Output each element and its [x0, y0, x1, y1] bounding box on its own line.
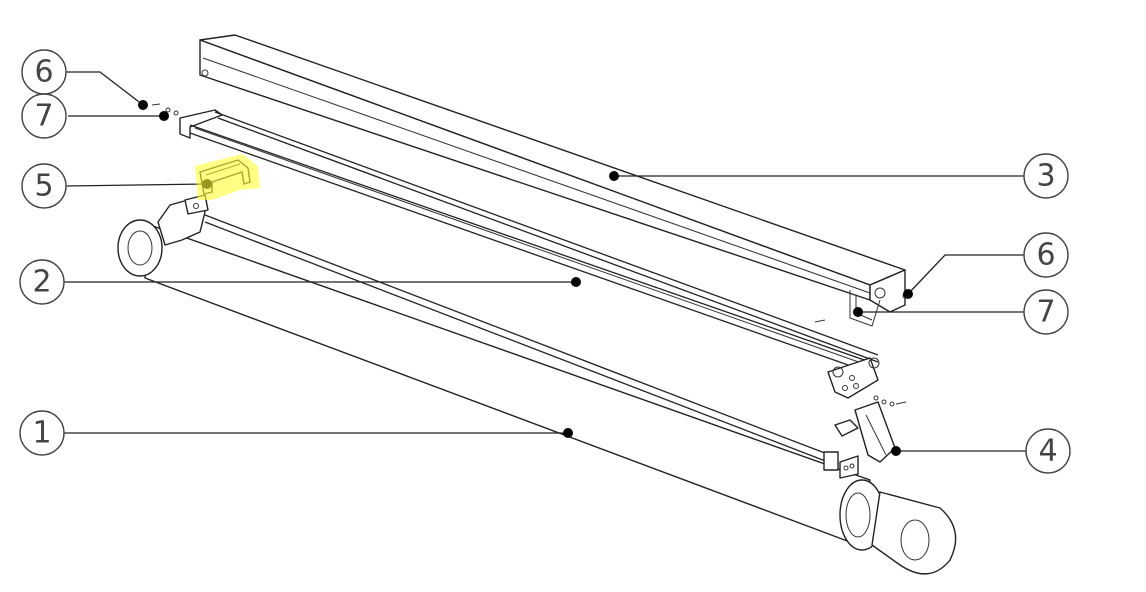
svg-text:4: 4 — [1038, 434, 1057, 469]
callout-1: 1 — [19, 410, 65, 456]
part-cylinder — [117, 194, 957, 575]
callout-3: 3 — [1023, 153, 1069, 199]
highlight-overlay — [195, 154, 260, 200]
highlight-bracket-5 — [195, 154, 260, 200]
svg-text:6: 6 — [34, 55, 53, 90]
svg-text:1: 1 — [32, 416, 51, 451]
svg-text:5: 5 — [34, 169, 53, 204]
callouts: 6 7 5 3 6 2 7 1 — [19, 49, 1071, 474]
svg-text:7: 7 — [1036, 295, 1055, 330]
svg-text:7: 7 — [34, 99, 53, 134]
svg-text:2: 2 — [32, 265, 51, 300]
callout-7-right: 7 — [1023, 289, 1069, 335]
part-rod-frame — [179, 109, 880, 399]
callout-2: 2 — [19, 259, 65, 305]
svg-text:6: 6 — [1036, 238, 1055, 273]
hardware-top-left — [151, 103, 179, 116]
callout-6-top-left: 6 — [21, 49, 67, 95]
leader-lines — [64, 71, 1026, 452]
callout-4: 4 — [1025, 428, 1071, 474]
svg-text:3: 3 — [1036, 159, 1055, 194]
part-cover-housing — [199, 34, 906, 327]
callout-7-top-left: 7 — [21, 93, 67, 139]
callout-5-highlighted: 5 — [21, 163, 67, 209]
callout-6-right: 6 — [1023, 232, 1069, 278]
part-angle-bracket — [834, 395, 907, 463]
